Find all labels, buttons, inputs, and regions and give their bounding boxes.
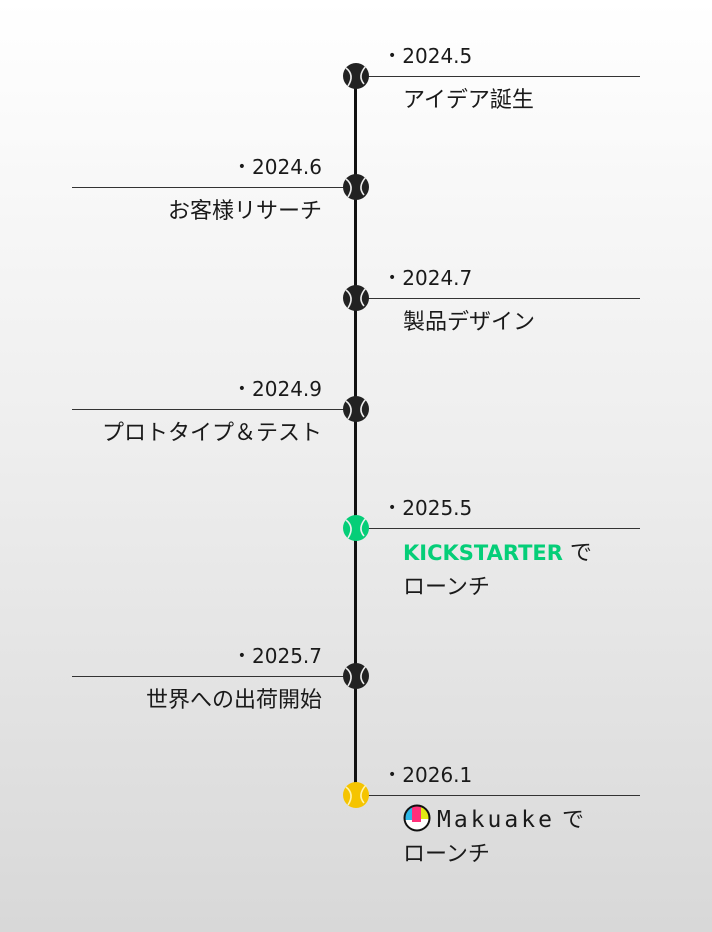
tennis-ball-icon [343, 515, 369, 541]
label-suffix: で [569, 541, 592, 566]
label-suffix: で [561, 808, 584, 833]
milestone-2024-5: • 2024.5 アイデア誕生 [0, 44, 712, 156]
milestone-date: • 2024.5 [388, 44, 472, 68]
date-text: 2024.6 [252, 155, 322, 179]
divider [356, 76, 640, 77]
milestone-date: • 2025.5 [388, 496, 472, 520]
date-text: 2025.7 [252, 644, 322, 668]
milestone-label: アイデア誕生 [403, 88, 534, 113]
bullet: • [388, 48, 397, 64]
divider [356, 298, 640, 299]
bullet: • [237, 381, 247, 397]
divider [72, 676, 356, 677]
label-line2: ローンチ [403, 575, 490, 600]
bullet: • [388, 270, 397, 286]
makuake-logo-icon [403, 804, 431, 832]
milestone-2025-5: • 2025.5 KICKSTARTER で ローンチ [0, 496, 712, 608]
milestone-2026-1: • 2026.1 Makuake で ローンチ [0, 763, 712, 875]
tennis-ball-icon [343, 285, 369, 311]
timeline-spine [354, 64, 357, 799]
tennis-ball-icon [343, 663, 369, 689]
milestone-label: 製品デザイン [403, 310, 536, 335]
milestone-2025-7: • 2025.7 世界への出荷開始 [0, 644, 712, 756]
divider [72, 409, 356, 410]
kickstarter-logo: KICKSTARTER [403, 541, 563, 565]
date-text: 2026.1 [402, 763, 473, 787]
bullet: • [237, 159, 247, 175]
bullet: • [388, 767, 397, 783]
milestone-date: • 2024.9 [238, 377, 322, 401]
label-line2: ローンチ [403, 842, 490, 867]
date-text: 2024.7 [402, 266, 473, 290]
milestone-label: お客様リサーチ [167, 199, 322, 224]
tennis-ball-icon [343, 396, 369, 422]
milestone-date: • 2024.7 [388, 266, 472, 290]
bullet: • [388, 500, 397, 516]
milestone-date: • 2024.6 [238, 155, 322, 179]
date-text: 2024.5 [402, 44, 473, 68]
milestone-date: • 2025.7 [238, 644, 322, 668]
milestone-label: Makuake で ローンチ [403, 803, 584, 872]
tennis-ball-icon [343, 782, 369, 808]
milestone-2024-6: • 2024.6 お客様リサーチ [0, 155, 712, 267]
divider [356, 528, 640, 529]
divider [72, 187, 356, 188]
makuake-wordmark: Makuake [437, 807, 555, 833]
milestone-label: KICKSTARTER で ローンチ [403, 536, 592, 605]
tennis-ball-icon [343, 63, 369, 89]
milestone-2024-7: • 2024.7 製品デザイン [0, 266, 712, 378]
divider [356, 795, 640, 796]
bullet: • [237, 648, 247, 664]
milestone-date: • 2026.1 [388, 763, 472, 787]
milestone-label: 世界への出荷開始 [145, 688, 322, 713]
date-text: 2025.5 [402, 496, 473, 520]
milestone-label: プロトタイプ＆テスト [101, 421, 322, 446]
date-text: 2024.9 [252, 377, 322, 401]
milestone-2024-9: • 2024.9 プロトタイプ＆テスト [0, 377, 712, 489]
tennis-ball-icon [343, 174, 369, 200]
